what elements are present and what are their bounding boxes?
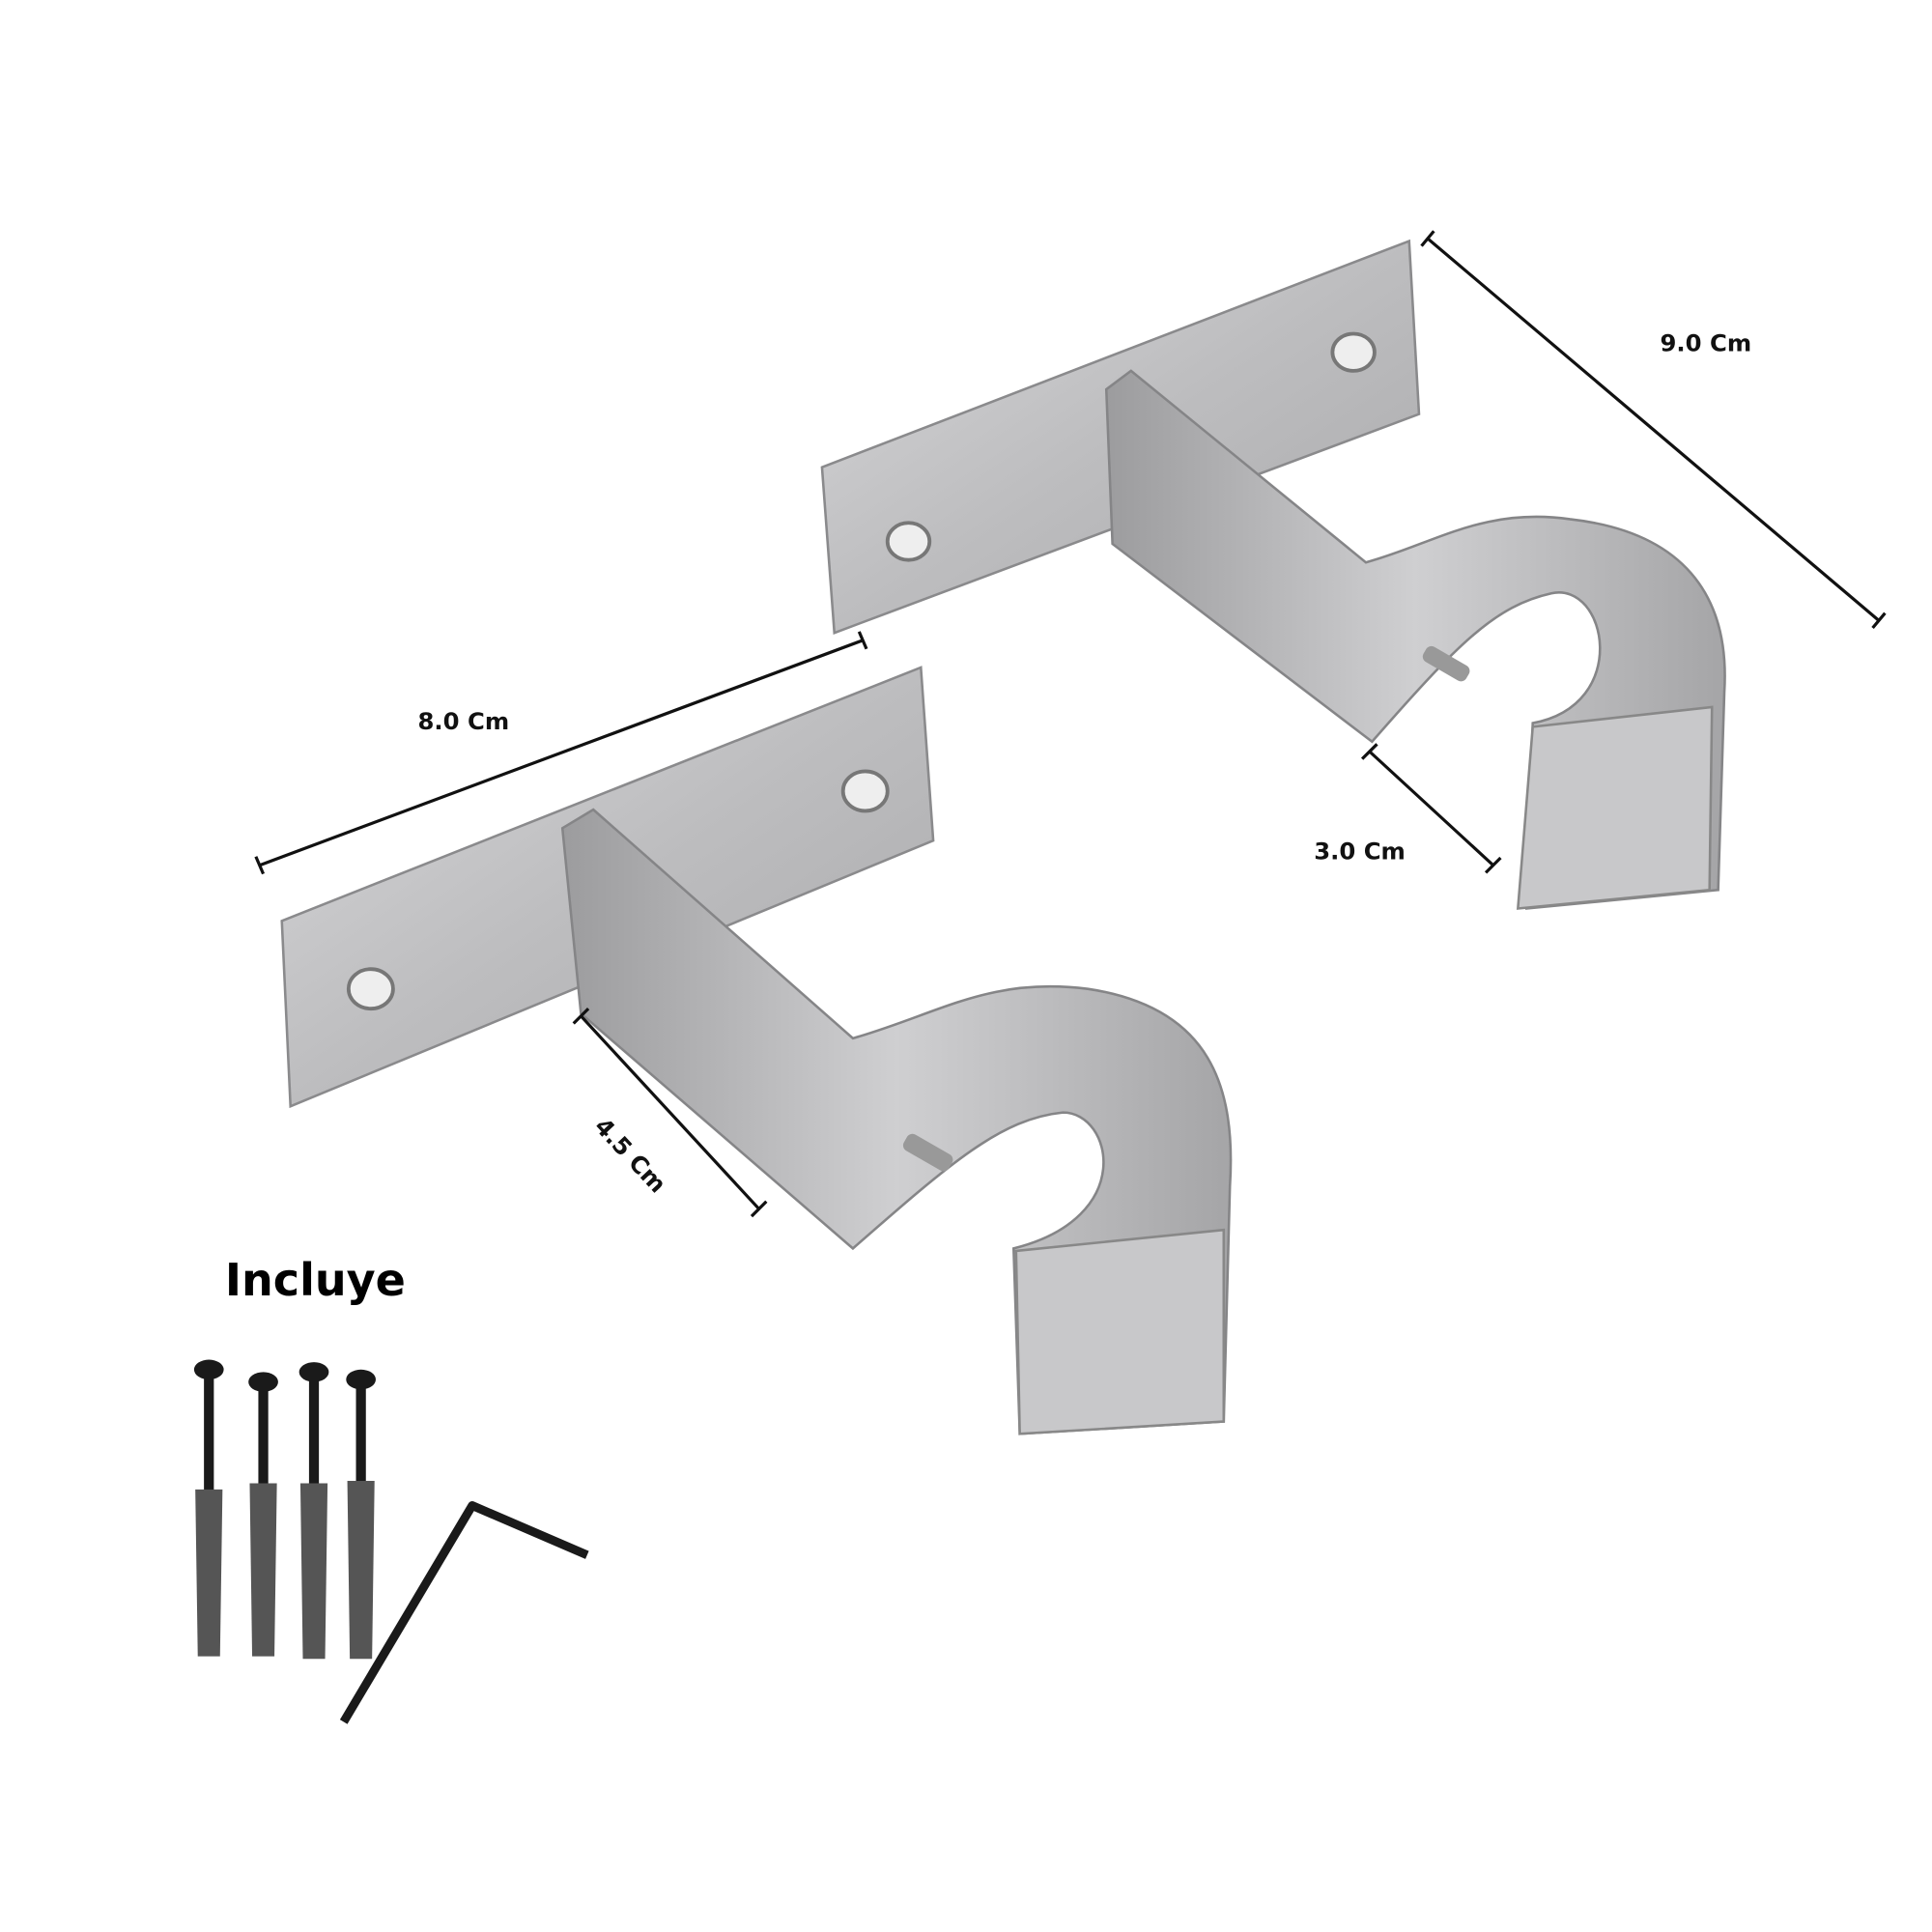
dimension-plate-width: 8.0 Cm <box>254 631 868 875</box>
screw-with-anchor <box>193 1359 224 1657</box>
set-screw <box>902 1133 953 1172</box>
dimension-rod-opening: 3.0 Cm <box>1314 743 1502 874</box>
set-screw <box>1422 645 1470 682</box>
screw-with-anchor <box>298 1362 329 1660</box>
screw-with-anchor <box>346 1369 376 1660</box>
screw-hole <box>840 769 890 813</box>
bracket-lip <box>1516 705 1714 910</box>
bracket-lip <box>1014 1228 1226 1435</box>
dimension-total-depth: 9.0 Cm <box>1420 230 1887 630</box>
bracket-front <box>280 666 1233 1435</box>
bracket-back <box>820 239 1726 910</box>
hardware-kit <box>193 1359 589 1724</box>
dimension-label-rod-opening: 3.0 Cm <box>1314 837 1406 865</box>
includes-title: Incluye <box>225 1254 406 1306</box>
dimension-label-total-depth: 9.0 Cm <box>1660 328 1751 356</box>
screw-hole <box>346 967 395 1011</box>
hex-key-icon <box>339 1501 589 1724</box>
screw-hole <box>1330 331 1377 373</box>
screw-with-anchor <box>248 1372 278 1657</box>
screw-anchor-set <box>193 1359 376 1660</box>
screw-hole <box>885 521 932 562</box>
dimension-label-arm-length: 4.5 Cm <box>589 1112 672 1198</box>
dimension-label-plate-width: 8.0 Cm <box>418 707 510 735</box>
